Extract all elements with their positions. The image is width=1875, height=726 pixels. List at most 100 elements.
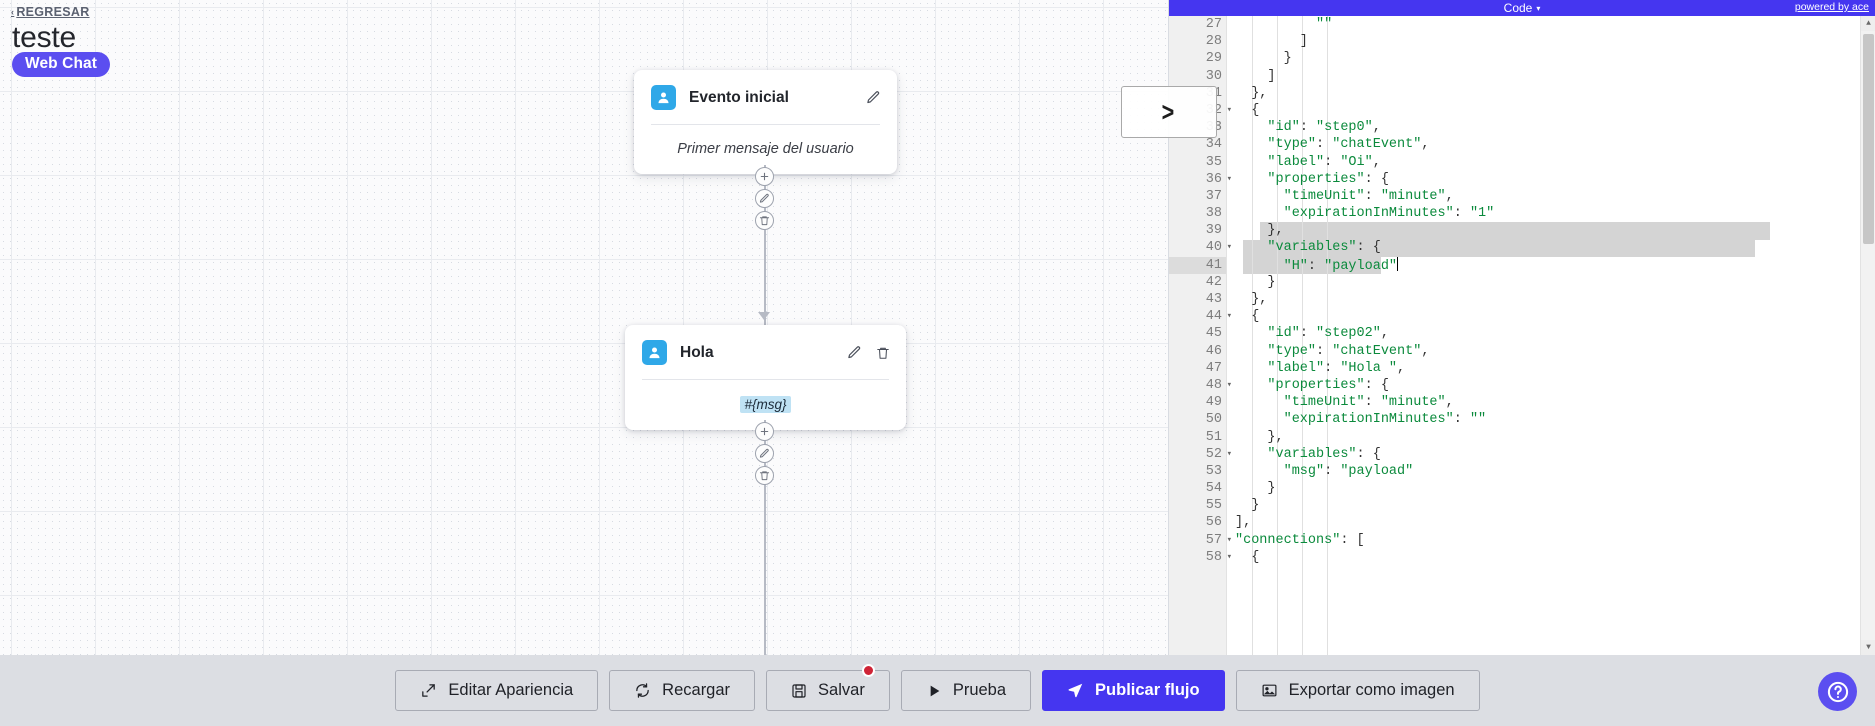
help-button[interactable] [1818,672,1857,711]
fold-toggle-icon[interactable]: ▾ [1226,379,1232,390]
code-line[interactable]: { [1235,102,1260,118]
code-line[interactable]: { [1235,549,1260,565]
add-step-icon[interactable] [755,422,774,441]
scroll-up-arrow-icon[interactable]: ▲ [1861,16,1875,31]
fold-toggle-icon[interactable]: ▾ [1226,448,1232,459]
code-line[interactable]: "" [1316,17,1333,32]
exportar-como-imagen-button[interactable]: Exportar como imagen [1235,670,1480,711]
gutter-line-number[interactable]: 48▾ [1205,377,1232,393]
code-line[interactable]: "variables": { [1267,446,1381,462]
variable-chip[interactable]: #{msg} [740,396,791,413]
delete-node-icon[interactable] [876,346,890,360]
gutter-line-number[interactable]: 39 [1205,223,1222,239]
gutter-line-number[interactable]: 40▾ [1205,240,1232,256]
fold-toggle-icon[interactable]: ▾ [1226,104,1232,115]
gutter-line-number[interactable]: 47 [1205,360,1222,376]
gutter-line-number[interactable]: 49 [1205,395,1222,411]
fold-toggle-icon[interactable]: ▾ [1226,242,1232,253]
gutter-line-number[interactable]: 45 [1205,326,1222,342]
gutter-line-number[interactable]: 35 [1205,154,1222,170]
gutter-line-number[interactable]: 30 [1205,68,1222,84]
gutter-line-number[interactable]: 41 [1169,256,1226,274]
flow-node-hola[interactable]: Hola #{msg} [625,325,906,430]
code-line[interactable]: "variables": { [1267,240,1381,256]
gutter-line-number[interactable]: 53 [1205,463,1222,479]
code-line[interactable]: }, [1235,223,1284,239]
scroll-down-arrow-icon[interactable]: ▼ [1861,640,1875,655]
code-line[interactable]: "label": "Hola ", [1267,360,1406,376]
code-line[interactable]: "connections": [ [1235,532,1365,548]
code-line[interactable]: "id": "step02", [1267,326,1389,342]
code-line[interactable]: "timeUnit": "minute", [1283,188,1454,204]
code-line[interactable]: ], [1235,515,1252,531]
fold-toggle-icon[interactable]: ▾ [1226,173,1232,184]
code-line[interactable]: "type": "chatEvent", [1267,137,1430,153]
code-line[interactable]: "H": "payload" [1283,256,1399,274]
code-line[interactable]: }, [1235,85,1268,101]
gutter-line-number[interactable]: 58▾ [1205,549,1232,565]
editor-gutter[interactable]: 272829303132▾33343536▾37383940▾41424344▾… [1169,16,1232,655]
gutter-line-number[interactable]: 37 [1205,188,1222,204]
code-line[interactable]: } [1235,274,1276,290]
salvar-button[interactable]: Salvar [766,664,890,711]
code-line[interactable]: "timeUnit": "minute", [1283,395,1454,411]
edit-connection-icon[interactable] [755,189,774,208]
code-line[interactable]: "msg": "payload" [1283,463,1414,479]
editar-apariencia-button[interactable]: Editar Apariencia [395,670,599,711]
gutter-line-number[interactable]: 38 [1205,206,1222,222]
code-line[interactable]: "type": "chatEvent", [1267,343,1430,359]
code-fold-widget[interactable]: > [1121,86,1217,138]
gutter-line-number[interactable]: 50 [1205,412,1222,428]
ace-editor[interactable]: 272829303132▾33343536▾37383940▾41424344▾… [1169,16,1875,655]
gutter-line-number[interactable]: 44▾ [1205,309,1232,325]
code-line[interactable]: { [1235,309,1260,325]
delete-connection-icon[interactable] [755,466,774,485]
gutter-line-number[interactable]: 34 [1205,137,1222,153]
gutter-line-number[interactable]: 51 [1205,429,1222,445]
scrollbar-thumb[interactable] [1863,34,1874,244]
edit-node-icon[interactable] [866,90,881,105]
code-line[interactable]: ] [1235,34,1308,50]
gutter-line-number[interactable]: 36▾ [1205,171,1232,187]
code-line[interactable]: "properties": { [1267,377,1389,393]
fold-toggle-icon[interactable]: ▾ [1226,551,1232,562]
gutter-line-number[interactable]: 46 [1205,343,1222,359]
gutter-line-number[interactable]: 42 [1205,274,1222,290]
code-line[interactable]: ] [1235,68,1276,84]
flow-node-evento-inicial[interactable]: Evento inicial Primer mensaje del usuari… [634,70,897,174]
code-line[interactable]: "id": "step0", [1267,120,1381,136]
add-step-icon[interactable] [755,167,774,186]
code-line[interactable]: "expirationInMinutes": "1" [1283,206,1495,222]
flow-canvas[interactable]: ‹ REGRESAR teste Web Chat Evento inicial [0,0,1168,655]
publicar-flujo-button[interactable]: Publicar flujo [1042,670,1225,711]
fold-toggle-icon[interactable]: ▾ [1226,534,1232,545]
code-line[interactable]: "label": "Oi", [1267,154,1381,170]
edit-node-icon[interactable] [847,345,862,360]
gutter-line-number[interactable]: 28 [1205,34,1222,50]
code-line[interactable]: }, [1235,292,1268,307]
code-line[interactable]: } [1235,481,1276,497]
code-line[interactable]: } [1235,498,1260,514]
delete-connection-icon[interactable] [755,211,774,230]
powered-by-link[interactable]: powered by ace [1794,1,1869,13]
gutter-line-number[interactable]: 57▾ [1205,532,1232,548]
gutter-line-number[interactable]: 29 [1205,51,1222,67]
edit-connection-icon[interactable] [755,444,774,463]
gutter-line-number[interactable]: 52▾ [1205,446,1232,462]
code-panel-title-dropdown[interactable]: Code ▾ [1504,1,1541,15]
editor-scrollbar[interactable]: ▲ ▼ [1860,16,1875,655]
gutter-line-number[interactable]: 27 [1205,17,1222,32]
prueba-button[interactable]: Prueba [900,670,1032,711]
gutter-line-number[interactable]: 54 [1205,481,1222,497]
code-line[interactable]: "expirationInMinutes": "" [1283,412,1487,428]
code-line[interactable]: } [1235,51,1292,67]
code-line[interactable]: "properties": { [1267,171,1389,187]
recargar-button[interactable]: Recargar [609,670,756,711]
gutter-line-number[interactable]: 43 [1205,292,1222,307]
back-link[interactable]: ‹ REGRESAR [11,5,90,19]
gutter-line-number[interactable]: 55 [1205,498,1222,514]
gutter-line-number[interactable]: 56 [1205,515,1222,531]
fold-toggle-icon[interactable]: ▾ [1226,311,1232,322]
editor-content[interactable]: "" ] } ] }, { "id": "step0", "type": "ch… [1227,16,1875,655]
code-line[interactable]: }, [1235,429,1284,445]
